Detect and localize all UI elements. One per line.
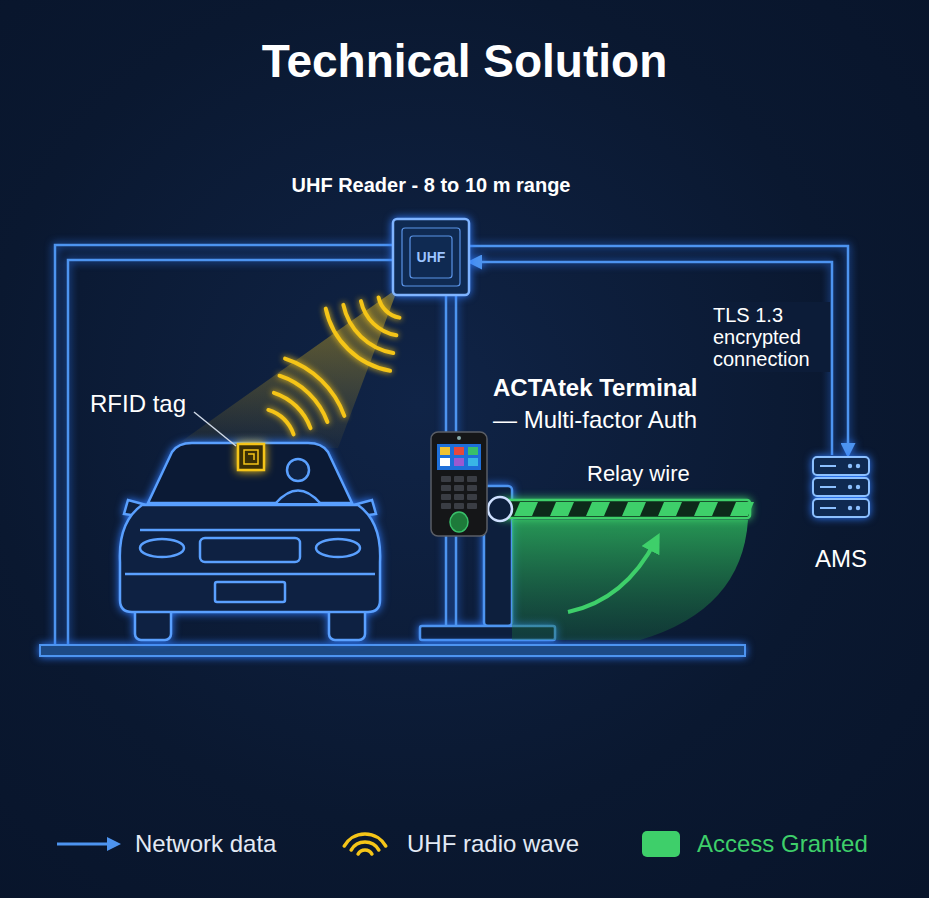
legend-swatch — [642, 831, 680, 857]
network-connector — [470, 246, 848, 455]
node-label: UHF Reader - 8 to 10 m range — [292, 174, 571, 197]
legend-waves — [335, 826, 397, 862]
access-fan — [512, 520, 748, 640]
gate-frame — [55, 245, 555, 645]
actatek-terminal: ACTAtek Terminal— Multi-factor Auth — [431, 432, 487, 536]
radio-cone — [172, 288, 398, 448]
legend-label: Network data — [135, 830, 276, 858]
rfid-tag — [238, 444, 264, 470]
actatek-terminal-icon — [431, 432, 487, 536]
node-label: AMS — [815, 545, 867, 573]
legend-label: UHF radio wave — [407, 830, 579, 858]
node-label: ACTAtek Terminal — [493, 374, 697, 402]
node-sublabel: UHF — [417, 249, 446, 265]
ams-server-icon — [806, 455, 876, 521]
barrier-arm — [488, 497, 754, 521]
open-arrow — [568, 540, 656, 612]
car — [120, 443, 380, 640]
uhf-waves — [268, 297, 399, 434]
node-sublabel: — Multi-factor Auth — [493, 406, 697, 434]
ground-strip — [40, 645, 745, 656]
diagram-title: Technical Solution — [0, 34, 929, 88]
leader-line — [194, 412, 236, 446]
part-label: RFID tag — [90, 390, 186, 418]
ams-server: AMS — [806, 455, 876, 521]
legend-label: Access Granted — [697, 830, 868, 858]
uhf-reader: UHF Reader - 8 to 10 m rangeUHF — [392, 218, 470, 296]
connection-label: TLS 1.3 encrypted connection — [710, 302, 830, 372]
wire-label: Relay wire — [587, 461, 690, 487]
network-connector — [470, 262, 832, 455]
legend-arrow — [55, 826, 125, 860]
